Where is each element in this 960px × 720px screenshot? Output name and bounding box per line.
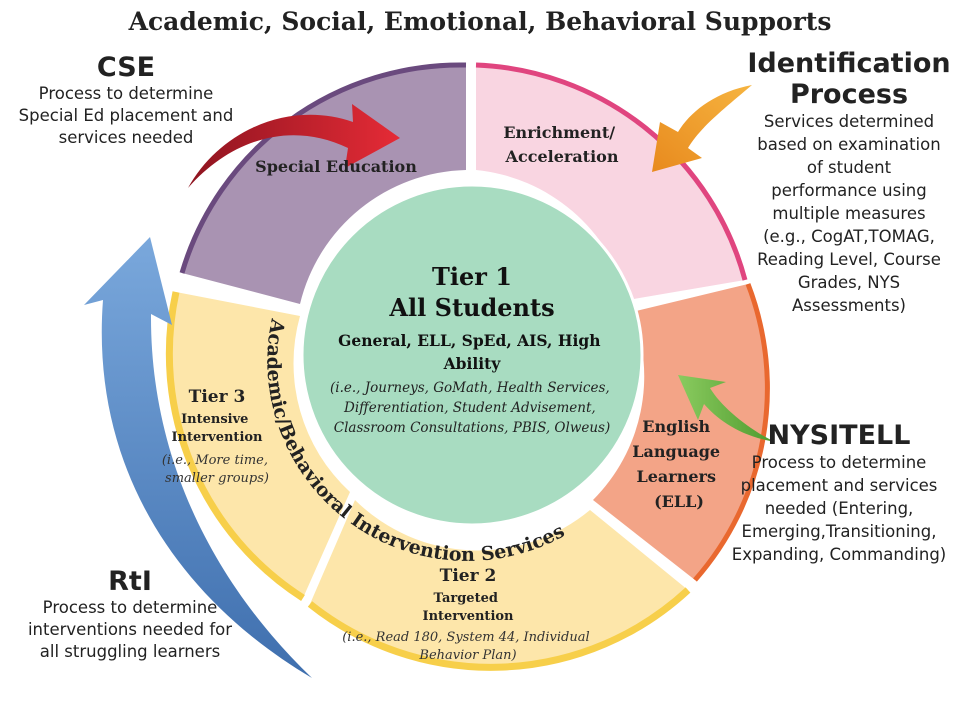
ell-label-line4: (ELL) [654, 492, 704, 511]
identification-description-line: based on examination [757, 135, 941, 154]
identification-description-line: Reading Level, Course [757, 250, 941, 269]
tier1-groups-line1: General, ELL, SpEd, AIS, High [338, 331, 600, 350]
tier3-subtitle-line2: Intervention [172, 430, 264, 445]
tier3-subtitle: Intensive Intervention [172, 412, 264, 445]
ell-label-line2: Language [632, 442, 720, 461]
segment-enrichment-edge [475, 62, 748, 281]
segment-ell-edge [693, 283, 770, 582]
tier3-examples-line2: smaller groups) [165, 471, 269, 486]
segment-tier3-edge [165, 291, 305, 601]
tier2-subtitle-line1: Targeted [434, 591, 498, 606]
nysitell-arrow [678, 375, 775, 442]
identification-description: Services determined based on examination… [744, 110, 954, 317]
ell-label-line3: Learners [636, 467, 715, 486]
tier2-examples: (i.e., Read 180, System 44, Individual B… [342, 630, 594, 663]
rti-note: RtI Process to determine interventions n… [2, 566, 258, 663]
tier1-examples-line3: Classroom Consultations, PBIS, Olweus) [334, 420, 611, 436]
tier3-examples-line1: (i.e., More time, [162, 453, 268, 468]
tier1-groups-line2: Ability [443, 354, 502, 373]
tier3-subtitle-line1: Intensive [181, 412, 248, 427]
tier1-title: Tier 1 [432, 262, 512, 291]
identification-heading-line: Identification [747, 48, 951, 79]
tier2-subtitle-line2: Intervention [423, 609, 515, 624]
enrichment-label: Enrichment/ Acceleration [503, 123, 620, 166]
nysitell-description-line: Emerging,Transitioning, [741, 522, 937, 541]
identification-description-line: multiple measures [772, 204, 926, 223]
rti-description: Process to determine interventions neede… [2, 597, 258, 663]
identification-description-line: Grades, NYS [797, 273, 901, 292]
nysitell-description-line: Process to determine [751, 453, 927, 472]
special-education-label: Special Education [255, 157, 417, 176]
enrichment-label-line1: Enrichment/ [503, 123, 615, 142]
tier2-examples-line2: Behavior Plan) [418, 648, 516, 663]
segment-special-education [182, 64, 466, 304]
cse-arrow [188, 104, 400, 188]
ell-label: English Language Learners (ELL) [632, 417, 725, 511]
identification-arrow [652, 85, 752, 172]
tier1-examples: (i.e., Journeys, GoMath, Health Services… [330, 380, 614, 436]
identification-description-line: Services determined [763, 112, 935, 131]
segment-ell [593, 284, 768, 580]
segment-tier2 [310, 500, 688, 668]
rti-description-line: interventions needed for [27, 620, 233, 639]
enrichment-label-line2: Acceleration [505, 147, 619, 166]
identification-description-line: (e.g., CogAT,TOMAG, [763, 227, 935, 246]
rti-heading: RtI [108, 566, 152, 597]
segment-enrichment [476, 65, 745, 300]
rti-arrow [84, 237, 312, 678]
cse-note: CSE Process to determine Special Ed plac… [6, 52, 246, 149]
segment-tier3 [169, 292, 350, 598]
cse-description: Process to determine Special Ed placemen… [6, 83, 246, 149]
ell-label-line1: English [642, 417, 710, 436]
nysitell-description: Process to determine placement and servi… [722, 451, 956, 566]
rti-description-line: Process to determine [42, 598, 218, 617]
identification-note: Identification Process Services determin… [744, 48, 954, 317]
identification-description-line: of student [806, 158, 892, 177]
nysitell-heading: NYSITELL [767, 420, 911, 451]
cse-description-line: Process to determine [38, 84, 214, 103]
tier1-circle [300, 183, 644, 527]
tier1-groups: General, ELL, SpEd, AIS, High Ability [338, 331, 606, 373]
cse-heading: CSE [96, 52, 156, 83]
tier2-title: Tier 2 [440, 566, 497, 586]
nysitell-description-line: placement and services [740, 476, 938, 495]
identification-description-line: performance using [771, 181, 927, 200]
nysitell-description-line: Expanding, Commanding) [731, 545, 947, 564]
segment-tier2-edge [307, 587, 691, 671]
diagram-title: Academic, Social, Emotional, Behavioral … [128, 7, 832, 36]
tier2-examples-line1: (i.e., Read 180, System 44, Individual [342, 630, 589, 645]
tier1-subtitle: All Students [388, 293, 554, 322]
tier3-examples: (i.e., More time, smaller groups) [162, 453, 272, 486]
cse-description-line: services needed [58, 128, 194, 147]
tier2-subtitle: Targeted Intervention [423, 591, 515, 624]
rti-description-line: all struggling learners [39, 642, 221, 661]
tier1-examples-line1: (i.e., Journeys, GoMath, Health Services… [330, 380, 610, 396]
tier3-title: Tier 3 [189, 387, 246, 407]
nysitell-description-line: needed (Entering, [764, 499, 914, 518]
nysitell-note: NYSITELL Process to determine placement … [722, 420, 956, 566]
identification-heading-line: Process [789, 79, 909, 110]
identification-description-line: Assessments) [791, 296, 906, 315]
identification-heading: Identification Process [744, 48, 954, 110]
cse-description-line: Special Ed placement and [18, 106, 234, 125]
tier1-examples-line2: Differentiation, Student Advisement, [343, 400, 596, 416]
